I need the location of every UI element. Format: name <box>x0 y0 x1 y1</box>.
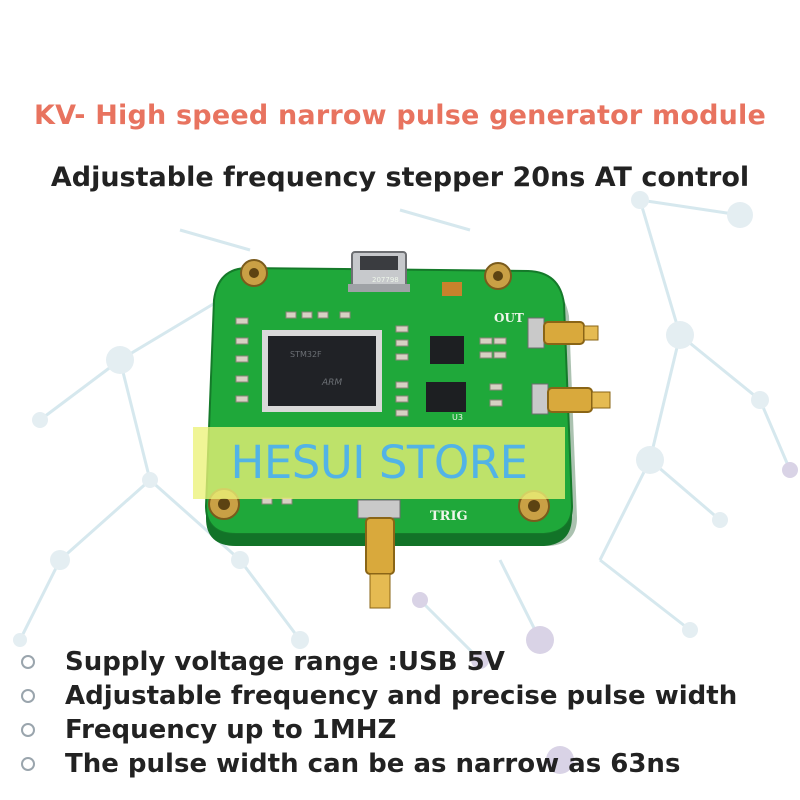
feature-item: Frequency up to 1MHZ <box>18 713 737 747</box>
feature-text: Adjustable frequency and precise pulse w… <box>65 681 738 711</box>
out-label: OUT <box>494 311 524 325</box>
sma-out-connector <box>527 317 599 349</box>
feature-item: The pulse width can be as narrow as 63ns <box>18 747 737 781</box>
feature-text: Frequency up to 1MHZ <box>65 715 397 745</box>
mounting-standoffs <box>208 259 550 522</box>
watermark-band <box>193 427 565 499</box>
ic-label: U3 <box>452 413 463 422</box>
sma-trig-connector <box>357 499 401 609</box>
bullet-icon <box>21 655 35 669</box>
feature-item: Supply voltage range :USB 5V <box>18 645 737 679</box>
silkscreen-code: 207798 <box>372 276 399 284</box>
product-subtitle: Adjustable frequency stepper 20ns AT con… <box>50 162 750 193</box>
feature-list: Supply voltage range :USB 5V Adjustable … <box>18 645 737 781</box>
bullet-icon <box>21 723 35 737</box>
mcu-chip: STM32F ARM <box>262 330 382 412</box>
chip-marking-text: STM32F <box>290 350 322 359</box>
chip-brand-text: ARM <box>321 378 342 388</box>
crystal <box>442 282 462 296</box>
usb-connector <box>348 251 410 292</box>
driver-ic <box>426 382 466 412</box>
store-watermark: HESUI STORE <box>230 436 528 489</box>
feature-text: Supply voltage range :USB 5V <box>65 647 505 677</box>
bullet-icon <box>21 689 35 703</box>
bullet-icon <box>21 757 35 771</box>
sma-out2-connector <box>531 383 611 415</box>
feature-text: The pulse width can be as narrow as 63ns <box>65 749 681 779</box>
driver-ic <box>430 336 464 364</box>
product-title: KV- High speed narrow pulse generator mo… <box>33 100 767 131</box>
feature-item: Adjustable frequency and precise pulse w… <box>18 679 737 713</box>
trig-label: TRIG <box>430 509 468 524</box>
